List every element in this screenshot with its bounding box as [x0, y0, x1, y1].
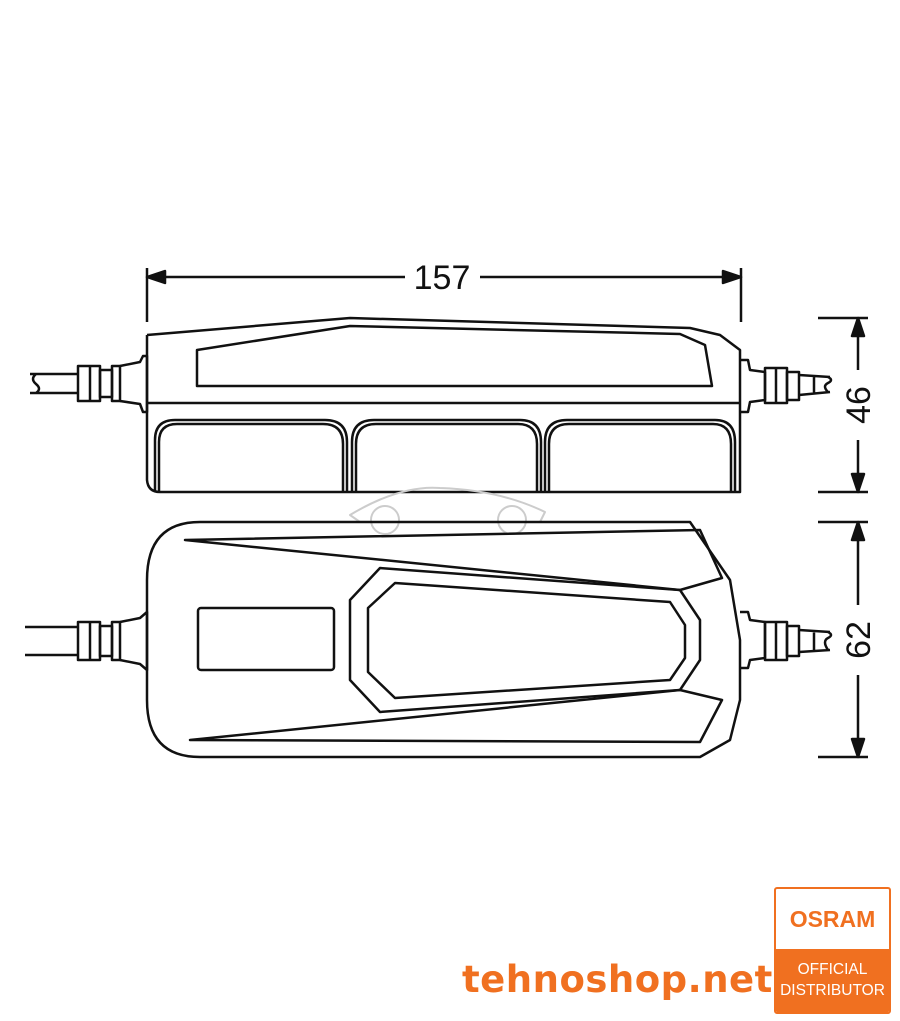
osram-distributor-logo: OSRAM OFFICIAL DISTRIBUTOR — [774, 887, 891, 1014]
top-view — [25, 520, 833, 759]
dimension-height-label: 46 — [840, 386, 878, 424]
dimension-length: 157 — [145, 259, 743, 322]
car-watermark-icon — [349, 486, 546, 535]
logo-caption: OFFICIAL DISTRIBUTOR — [776, 949, 889, 1012]
dimension-width: 62 — [818, 520, 878, 759]
dimension-width-label: 62 — [840, 621, 878, 659]
dimension-height: 46 — [818, 316, 878, 494]
logo-brand: OSRAM — [789, 905, 876, 932]
logo-line2: DISTRIBUTOR — [780, 982, 885, 999]
site-watermark: tehnoshop.net — [462, 958, 773, 1001]
side-view — [30, 316, 833, 494]
logo-line1: OFFICIAL — [797, 961, 868, 978]
dimension-length-label: 157 — [414, 259, 471, 297]
